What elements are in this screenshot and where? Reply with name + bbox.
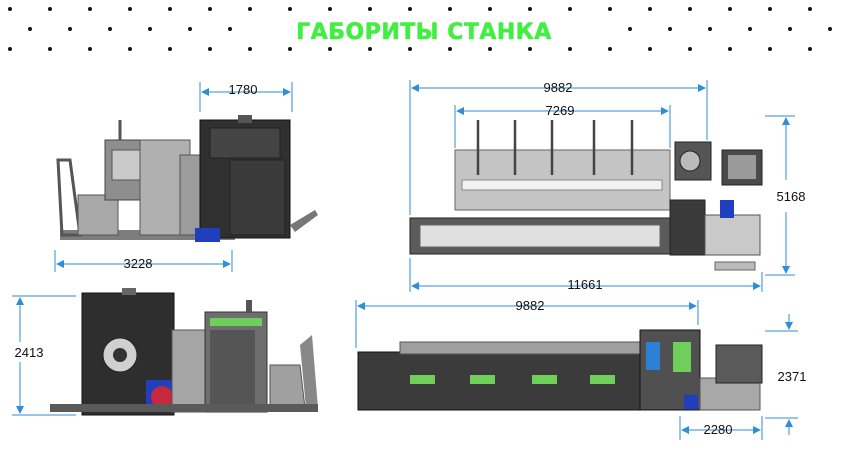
border-dot bbox=[648, 47, 652, 51]
dim-label-top-inner: 7269 bbox=[546, 103, 575, 118]
border-dot bbox=[608, 47, 612, 51]
border-dot bbox=[368, 7, 372, 11]
border-dot bbox=[748, 27, 752, 31]
front-view-drawing bbox=[357, 329, 763, 411]
border-dot bbox=[28, 27, 32, 31]
border-dot bbox=[328, 47, 332, 51]
dimension-front-loader: 2280 bbox=[679, 416, 763, 440]
dim-label-end-height: 2413 bbox=[15, 345, 44, 360]
border-dot bbox=[88, 7, 92, 11]
border-dot bbox=[208, 47, 212, 51]
border-dot bbox=[288, 7, 292, 11]
border-dot bbox=[768, 7, 772, 11]
border-dot bbox=[708, 27, 712, 31]
border-dot bbox=[368, 47, 372, 51]
border-dot bbox=[828, 27, 832, 31]
border-dot bbox=[488, 7, 492, 11]
dimension-top-total: 11661 bbox=[409, 258, 763, 292]
border-dot bbox=[768, 47, 772, 51]
border-dot bbox=[148, 27, 152, 31]
dimension-end-height: 2413 bbox=[12, 295, 76, 416]
page-title: ГАБОРИТЫ СТАНКА bbox=[296, 20, 552, 45]
dimension-front-length: 9882 bbox=[355, 298, 699, 348]
dim-label-front-loader: 2280 bbox=[704, 422, 733, 437]
border-dot bbox=[408, 7, 412, 11]
border-dot bbox=[108, 27, 112, 31]
dotted-border-pattern bbox=[8, 7, 832, 51]
border-dot bbox=[528, 7, 532, 11]
border-dot bbox=[688, 7, 692, 11]
dimension-front-height: 2371 bbox=[765, 314, 806, 435]
border-dot bbox=[688, 47, 692, 51]
border-dot bbox=[8, 47, 12, 51]
dim-label-front-length: 9882 bbox=[516, 298, 545, 313]
border-dot bbox=[408, 47, 412, 51]
border-dot bbox=[228, 27, 232, 31]
side-view-drawing bbox=[56, 115, 318, 242]
dimension-side-top: 1780 bbox=[199, 82, 293, 112]
top-view-drawing bbox=[409, 120, 763, 271]
border-dot bbox=[168, 47, 172, 51]
border-dot bbox=[668, 27, 672, 31]
dimension-top-inner: 7269 bbox=[454, 103, 671, 148]
border-dot bbox=[208, 7, 212, 11]
border-dot bbox=[168, 7, 172, 11]
border-dot bbox=[48, 47, 52, 51]
border-dot bbox=[728, 7, 732, 11]
border-dot bbox=[128, 47, 132, 51]
border-dot bbox=[448, 47, 452, 51]
border-dot bbox=[128, 7, 132, 11]
border-dot bbox=[8, 7, 12, 11]
border-dot bbox=[248, 7, 252, 11]
border-dot bbox=[288, 47, 292, 51]
border-dot bbox=[448, 7, 452, 11]
border-dot bbox=[648, 7, 652, 11]
border-dot bbox=[528, 47, 532, 51]
border-dot bbox=[248, 47, 252, 51]
dimension-top-width: 5168 bbox=[765, 115, 806, 276]
border-dot bbox=[788, 27, 792, 31]
border-dot bbox=[488, 47, 492, 51]
border-dot bbox=[628, 27, 632, 31]
dim-label-top-overall: 9882 bbox=[544, 80, 573, 95]
dim-label-top-width: 5168 bbox=[777, 189, 806, 204]
dim-label-top-total: 11661 bbox=[567, 277, 602, 292]
dim-label-side-bottom: 3228 bbox=[124, 256, 153, 271]
dimension-side-bottom: 3228 bbox=[54, 250, 233, 272]
border-dot bbox=[188, 27, 192, 31]
border-dot bbox=[568, 47, 572, 51]
border-dot bbox=[808, 7, 812, 11]
dim-label-front-height: 2371 bbox=[778, 369, 807, 384]
dim-label-side-top: 1780 bbox=[229, 82, 258, 97]
border-dot bbox=[48, 7, 52, 11]
border-dot bbox=[728, 47, 732, 51]
border-dot bbox=[88, 47, 92, 51]
border-dot bbox=[808, 47, 812, 51]
border-dot bbox=[608, 7, 612, 11]
dimension-top-overall: 9882 bbox=[409, 80, 708, 215]
border-dot bbox=[68, 27, 72, 31]
end-view-drawing bbox=[50, 288, 318, 416]
border-dot bbox=[328, 7, 332, 11]
border-dot bbox=[568, 7, 572, 11]
